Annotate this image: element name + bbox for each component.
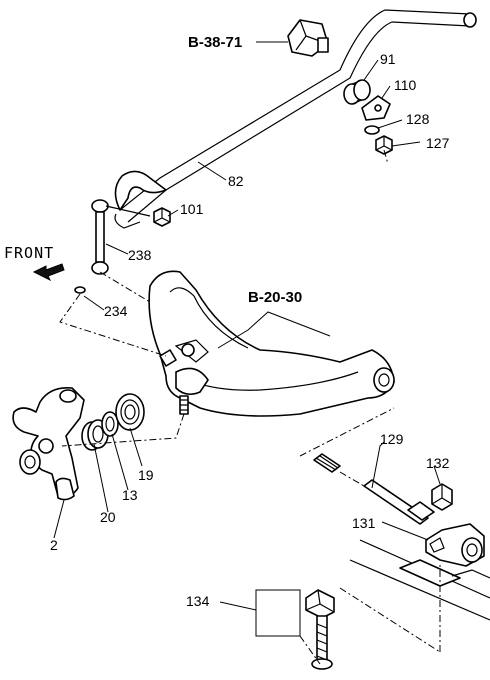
stabilizer-bar[interactable] bbox=[114, 9, 477, 229]
assembly-lines bbox=[59, 149, 441, 665]
callout-82: 82 bbox=[228, 173, 244, 189]
bushing-91[interactable] bbox=[343, 79, 371, 105]
front-indicator: FRONT bbox=[4, 244, 65, 282]
callout-13: 13 bbox=[122, 487, 138, 503]
callout-134: 134 bbox=[186, 593, 210, 609]
steering-knuckle-2[interactable] bbox=[12, 386, 85, 501]
callout-110: 110 bbox=[394, 77, 417, 93]
bolt-134[interactable] bbox=[305, 589, 335, 670]
bracket-110[interactable] bbox=[361, 95, 391, 121]
callout-129: 129 bbox=[380, 431, 404, 447]
callout-101: 101 bbox=[180, 201, 204, 217]
front-arrow-icon bbox=[32, 263, 65, 282]
ring-13[interactable] bbox=[101, 411, 119, 437]
ref-label-crossmember: B-20-30 bbox=[248, 289, 302, 306]
washer-128[interactable] bbox=[364, 125, 380, 135]
callout-131: 131 bbox=[352, 515, 376, 531]
callout-2: 2 bbox=[50, 537, 58, 553]
callout-238: 238 bbox=[128, 247, 152, 263]
washer-234[interactable] bbox=[74, 286, 86, 294]
nut-127[interactable] bbox=[375, 135, 393, 155]
callout-234: 234 bbox=[104, 303, 128, 319]
end-piece-132[interactable] bbox=[431, 483, 453, 511]
leader-lines bbox=[53, 41, 441, 637]
anchor-arm-131[interactable] bbox=[425, 523, 485, 567]
stabilizer-link-238[interactable] bbox=[91, 199, 151, 275]
callout-132: 132 bbox=[426, 455, 450, 471]
callout-labels: B-38-71 B-20-30 91 110 128 127 82 101 23… bbox=[50, 34, 450, 609]
callout-127: 127 bbox=[426, 135, 450, 151]
torsion-bar-129[interactable] bbox=[313, 453, 435, 525]
nut-101[interactable] bbox=[153, 207, 171, 227]
callout-91: 91 bbox=[380, 51, 396, 67]
stabilizer-mount-bracket[interactable] bbox=[287, 19, 329, 57]
ref-label-stabilizer-mount: B-38-71 bbox=[188, 34, 242, 51]
seal-19[interactable] bbox=[115, 393, 145, 431]
callout-128: 128 bbox=[406, 111, 430, 127]
callout-19: 19 bbox=[138, 467, 154, 483]
callout-20: 20 bbox=[100, 509, 116, 525]
lower-control-arm[interactable] bbox=[148, 270, 395, 417]
front-label: FRONT bbox=[4, 244, 54, 262]
chassis-bracket bbox=[349, 539, 490, 621]
